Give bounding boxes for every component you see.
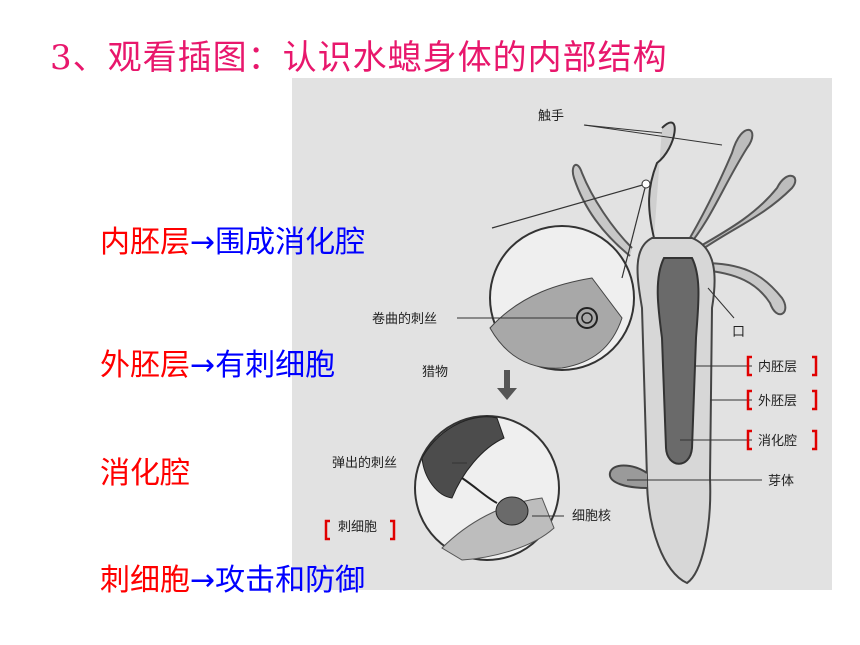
fact-cavity: 消化腔: [100, 448, 190, 492]
hydra-diagram: 触手 口 内胚层 外胚层 消化腔 芽体 卷曲的刺丝 猎物 弹出的刺丝 刺细胞 细…: [292, 78, 832, 590]
fact-term: 外胚层: [100, 348, 190, 383]
fact-cnidocyte: 刺细胞→攻击和防御: [100, 555, 365, 599]
label-prey: 猎物: [422, 365, 448, 380]
arrow-icon: →: [190, 348, 216, 383]
fact-desc: 有刺细胞: [215, 348, 336, 383]
fact-term: 消化腔: [100, 456, 190, 491]
zoom-circle-coiled: [489, 179, 651, 371]
leader-lines: [452, 124, 762, 517]
slide-title: 3、观看插图：认识水螅身体的内部结构: [50, 38, 668, 78]
fact-term: 刺细胞: [100, 563, 190, 598]
hydra-body: [571, 121, 797, 585]
down-arrow-icon: [497, 370, 517, 400]
label-endoderm: 内胚层: [758, 359, 797, 375]
label-cnidocyte: 刺细胞: [338, 520, 377, 535]
label-tentacle: 触手: [538, 109, 564, 124]
fact-endoderm: 内胚层→围成消化腔: [100, 217, 365, 261]
fact-desc: 攻击和防御: [215, 563, 366, 598]
label-mouth: 口: [732, 325, 745, 340]
label-ectoderm: 外胚层: [758, 394, 797, 409]
zoom-circle-ejected: [414, 415, 560, 561]
arrow-icon: →: [190, 225, 216, 260]
label-coiled-thread: 卷曲的刺丝: [372, 311, 437, 327]
highlight-brackets: [324, 355, 818, 541]
label-ejected-thread: 弹出的刺丝: [332, 455, 397, 471]
fact-desc: 围成消化腔: [215, 225, 366, 260]
label-cavity: 消化腔: [758, 434, 797, 449]
arrow-icon: →: [190, 563, 216, 598]
fact-term: 内胚层: [100, 225, 190, 260]
fact-ectoderm: 外胚层→有刺细胞: [100, 340, 335, 384]
label-nucleus: 细胞核: [572, 509, 611, 524]
label-bud: 芽体: [768, 474, 794, 489]
